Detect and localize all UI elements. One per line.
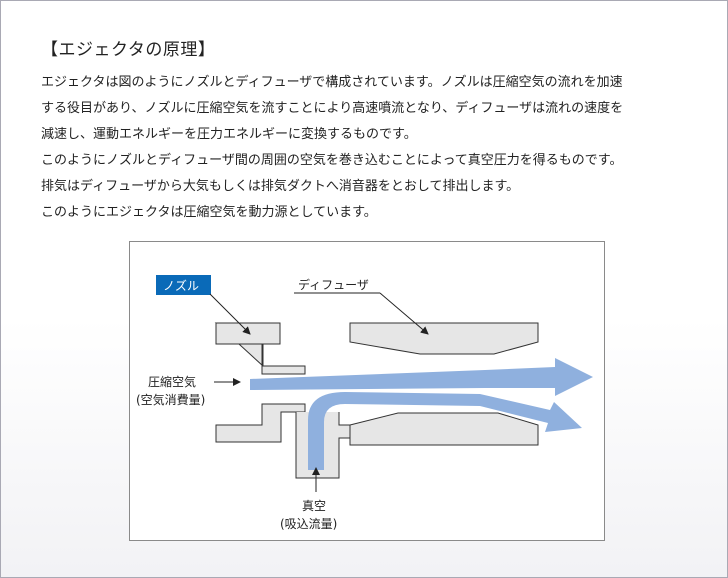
vacuum-sublabel: (吸込流量): [280, 517, 337, 531]
compressed-air-label: 圧縮空気: [148, 374, 196, 389]
paragraph-line: 排気はディフューザから大気もしくは排気ダクトへ消音器をとおして排出します。: [41, 179, 520, 194]
paragraph-line: する役目があり、ノズルに圧縮空気を流すことにより高速噴流となり、ディフューザは流…: [41, 101, 624, 116]
diffuser-pointer-diagonal: [379, 292, 429, 335]
flow-arrow-suction: [308, 392, 582, 470]
flow-arrow-main: [250, 358, 593, 396]
paragraph-line: 減速し、運動エネルギーを圧力エネルギーに変換するものです。: [41, 127, 417, 142]
paragraph-line: エジェクタは図のようにノズルとディフューザで構成されています。ノズルは圧縮空気の…: [41, 75, 623, 90]
compressed-air-sublabel: (空気消費量): [136, 392, 205, 407]
diffuser-label: ディフューザ: [298, 277, 369, 292]
diffuser-upper: [349, 322, 539, 355]
ejector-diagram-svg: ノズル ディフューザ 圧縮空気 (空気消費量) 真空 (吸込流量): [136, 275, 593, 531]
ejector-diagram: ノズル ディフューザ 圧縮空気 (空気消費量) 真空 (吸込流量): [129, 241, 605, 541]
section-title: 【エジェクタの原理】: [41, 40, 216, 60]
vacuum-label: 真空: [302, 499, 326, 513]
nozzle-label-bg: [156, 275, 211, 295]
nozzle-label: ノズル: [163, 278, 199, 293]
nozzle-lower-body: [215, 403, 306, 443]
paragraph-line: このようにノズルとディフューザ間の周囲の空気を巻き込むことによって真空圧力を得る…: [41, 153, 623, 168]
nozzle-upper-body: [215, 322, 306, 375]
nozzle-pointer: [209, 293, 251, 335]
paragraph-line: このようにエジェクタは圧縮空気を動力源としています。: [41, 205, 377, 220]
diffuser-lower: [349, 412, 539, 446]
description-paragraph: エジェクタは図のようにノズルとディフューザで構成されています。ノズルは圧縮空気の…: [41, 70, 701, 226]
